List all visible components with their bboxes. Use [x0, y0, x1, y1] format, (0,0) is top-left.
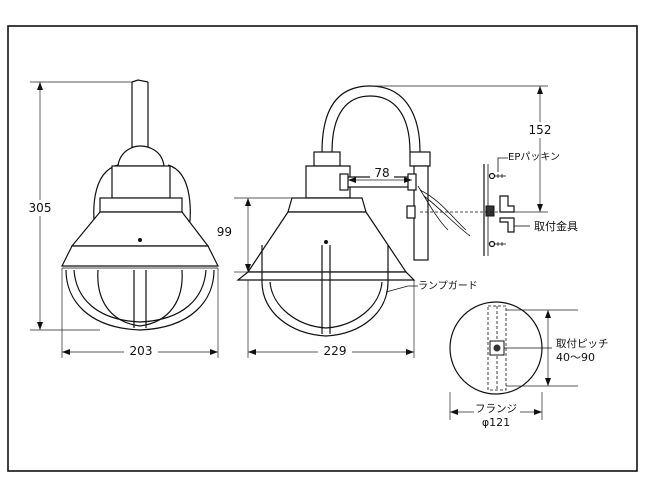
dimension-side-width: 229	[247, 280, 415, 359]
ep-packing-label: EPパッキン	[508, 151, 560, 163]
lamp-height-label: 99	[217, 225, 232, 239]
front-view	[61, 79, 219, 331]
wall-detail	[420, 157, 530, 256]
offset-label: 78	[374, 166, 389, 180]
side-width-label: 229	[324, 344, 347, 358]
drawing-frame	[7, 25, 638, 472]
lamp-guard-label: ランプガード	[418, 280, 478, 292]
screw-icon	[488, 240, 506, 248]
screw-icon	[488, 172, 506, 180]
mount-pitch-range: 40～90	[556, 351, 595, 364]
side-view	[236, 85, 471, 337]
flange-diameter-label: φ121	[482, 416, 510, 429]
front-width-label: 203	[130, 344, 153, 358]
flange-view	[449, 301, 578, 420]
dimension-lamp-height: 99	[217, 197, 306, 273]
dimension-offset: 78	[348, 166, 412, 183]
height-label: 305	[29, 201, 52, 215]
dimension-arm-reach: 152	[372, 85, 556, 213]
arm-reach-label: 152	[529, 123, 552, 137]
dimension-front-width: 203	[61, 268, 219, 359]
mount-pitch-label: 取付ピッチ	[556, 337, 609, 350]
dimension-height: 305	[26, 81, 132, 331]
flange-label: フランジ	[475, 403, 517, 415]
mount-bracket-label: 取付金具	[534, 219, 578, 233]
